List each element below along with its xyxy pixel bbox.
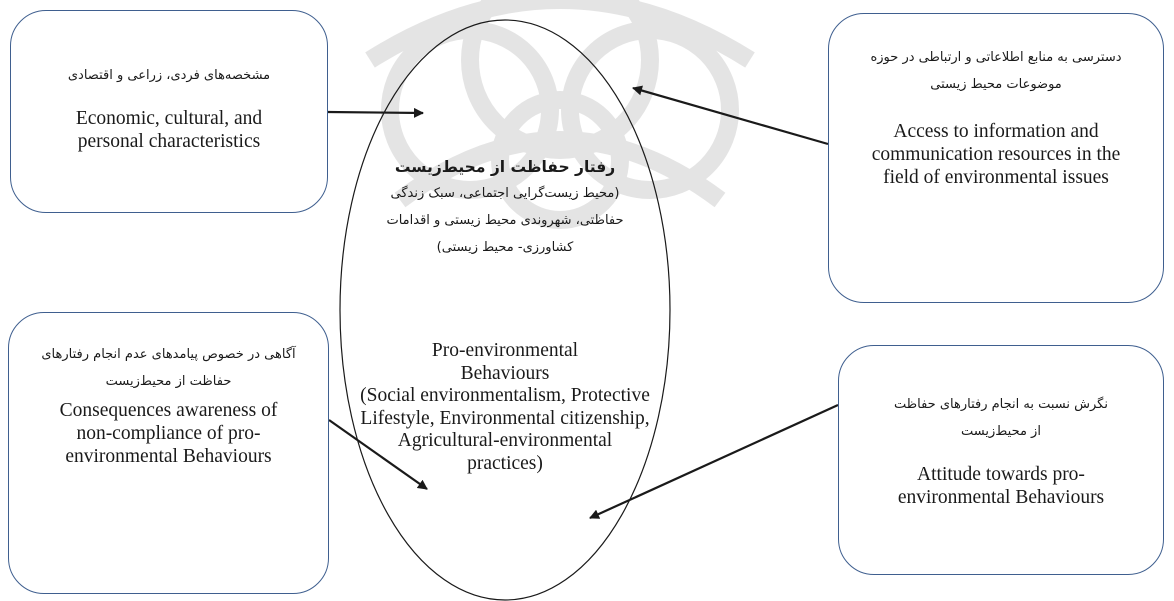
box-information-access-fa: دسترسی به منابع اطلاعاتی و ارتباطی در حو… — [870, 50, 1122, 92]
arrow-bottom-left — [328, 419, 428, 490]
arrow-top-right — [632, 85, 829, 146]
box-attitude-en: Attitude towards pro-environmental Behav… — [897, 464, 1105, 508]
box-consequences-awareness: آگاهی در خصوص پیامدهای عدم انجام رفتارها… — [8, 312, 329, 594]
box-attitude-fa: نگرش نسبت به انجام رفتارهای حفاظت از محی… — [894, 397, 1108, 439]
box-consequences-awareness-en: Consequences awareness of non-compliance… — [59, 400, 278, 467]
box-personal-characteristics-fa: مشخصه‌های فردی، زراعی و اقتصادی — [67, 68, 271, 83]
central-subtitle-fa: (محیط زیست‌گرایی اجتماعی، سبک زندگی حفاظ… — [386, 186, 624, 255]
central-title-fa: رفتار حفاظت از محیط‌زیست — [394, 158, 616, 176]
central-title-en: Pro-environmental Behaviours — [431, 340, 579, 384]
box-information-access-en: Access to information and communication … — [871, 121, 1121, 188]
central-ellipse — [339, 19, 671, 601]
central-subtitle-en: (Social environmentalism, Protective Lif… — [360, 385, 650, 474]
central-node: رفتار حفاظت از محیط‌زیست (محیط زیست‌گرای… — [340, 20, 670, 601]
box-consequences-awareness-fa: آگاهی در خصوص پیامدهای عدم انجام رفتارها… — [41, 347, 296, 389]
arrow-bottom-right — [589, 403, 839, 520]
box-personal-characteristics: مشخصه‌های فردی، زراعی و اقتصادی Economic… — [10, 10, 328, 213]
arrow-top-left — [327, 107, 424, 118]
central-node-fa: رفتار حفاظت از محیط‌زیست (محیط زیست‌گرای… — [370, 154, 640, 261]
box-attitude: نگرش نسبت به انجام رفتارهای حفاظت از محی… — [838, 345, 1164, 575]
box-personal-characteristics-en: Economic, cultural, and personal charact… — [75, 108, 263, 152]
box-information-access: دسترسی به منابع اطلاعاتی و ارتباطی در حو… — [828, 13, 1164, 303]
central-node-en: Pro-environmental Behaviours (Social env… — [360, 340, 650, 475]
